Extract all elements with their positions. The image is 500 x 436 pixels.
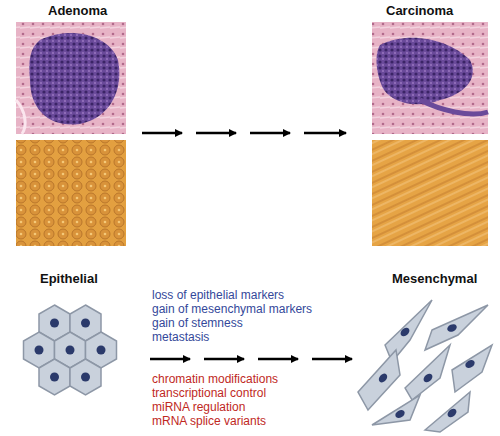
phenotype-text: metastasis — [152, 330, 209, 344]
phenotype-text: loss of epithelial markers — [152, 288, 284, 302]
epithelial-culture — [16, 140, 126, 246]
state-heading: Mesenchymal — [392, 272, 477, 286]
transition-arrows — [150, 358, 352, 361]
mesenchymal-cells — [358, 300, 492, 432]
progression-arrows — [142, 132, 346, 135]
mechanism-text: transcriptional control — [152, 386, 266, 400]
mesenchymal-culture — [372, 140, 488, 246]
image-heading: Adenoma — [48, 4, 107, 18]
tumor-region — [377, 38, 473, 105]
image-heading: Carcinoma — [386, 4, 453, 18]
state-heading: Epithelial — [40, 272, 98, 286]
phenotype-text: gain of mesenchymal markers — [152, 302, 312, 316]
histology-image — [16, 22, 126, 134]
mechanism-text: chromatin modifications — [152, 372, 278, 386]
mechanism-text: miRNA regulation — [152, 400, 245, 414]
mechanism-text: mRNA splice variants — [152, 414, 266, 428]
cell-nuclei — [377, 323, 476, 420]
tumor-region — [29, 33, 119, 125]
cell-nuclei — [35, 319, 106, 382]
histology-image — [372, 22, 488, 134]
phenotype-text: gain of stemness — [152, 316, 243, 330]
epithelial-cells — [24, 305, 117, 395]
